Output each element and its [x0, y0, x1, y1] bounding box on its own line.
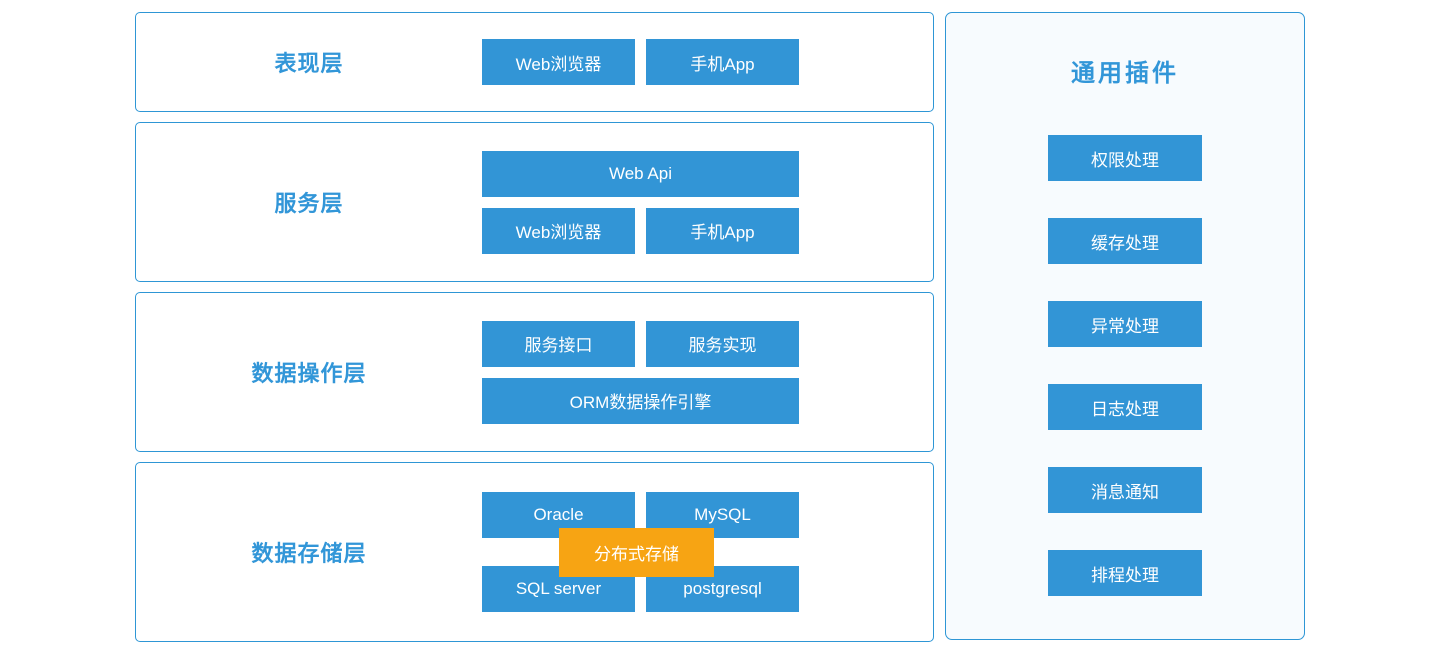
common-plugins-list: 权限处理 缓存处理 异常处理 日志处理 消息通知 排程处理 [1048, 135, 1202, 596]
node-web-api: Web Api [482, 150, 799, 197]
layer-data-operation-label: 数据操作层 [251, 361, 367, 386]
node-cache-handling: 缓存处理 [1048, 218, 1202, 264]
node-service-implementation: 服务实现 [646, 320, 799, 367]
node-mobile-app: 手机App [646, 39, 799, 85]
node-permission-handling: 权限处理 [1048, 135, 1202, 181]
node-message-notification: 消息通知 [1048, 467, 1202, 513]
node-orm-engine: ORM数据操作引擎 [482, 377, 799, 424]
layer-data-storage: 数据存储层 Oracle MySQL SQL server postgresql… [135, 462, 934, 642]
node-distributed-storage: 分布式存储 [559, 528, 714, 577]
layer-service: 服务层 Web Api Web浏览器 手机App [135, 122, 934, 282]
layer-presentation-label: 表现层 [274, 51, 344, 76]
node-oracle: Oracle [482, 492, 635, 538]
node-log-handling: 日志处理 [1048, 384, 1202, 430]
layer-data-operation-nodes: 服务接口 服务实现 ORM数据操作引擎 [482, 320, 799, 424]
common-plugins-panel: 通用插件 权限处理 缓存处理 异常处理 日志处理 消息通知 排程处理 [945, 12, 1305, 640]
layer-data-storage-label: 数据存储层 [251, 541, 367, 566]
node-service-interface: 服务接口 [482, 320, 635, 367]
layer-presentation: 表现层 Web浏览器 手机App [135, 12, 934, 112]
node-exception-handling: 异常处理 [1048, 301, 1202, 347]
node-web-browser: Web浏览器 [482, 39, 635, 85]
node-sql-server: SQL server [482, 566, 635, 612]
layer-presentation-nodes: Web浏览器 手机App [482, 39, 799, 85]
common-plugins-title: 通用插件 [1071, 60, 1179, 87]
layer-data-operation: 数据操作层 服务接口 服务实现 ORM数据操作引擎 [135, 292, 934, 452]
node-web-browser: Web浏览器 [482, 207, 635, 254]
layer-data-storage-nodes: Oracle MySQL SQL server postgresql 分布式存储 [482, 492, 799, 612]
layer-service-nodes: Web Api Web浏览器 手机App [482, 150, 799, 254]
node-mobile-app: 手机App [646, 207, 799, 254]
node-schedule-handling: 排程处理 [1048, 550, 1202, 596]
layer-service-label: 服务层 [274, 191, 344, 216]
node-postgresql: postgresql [646, 566, 799, 612]
